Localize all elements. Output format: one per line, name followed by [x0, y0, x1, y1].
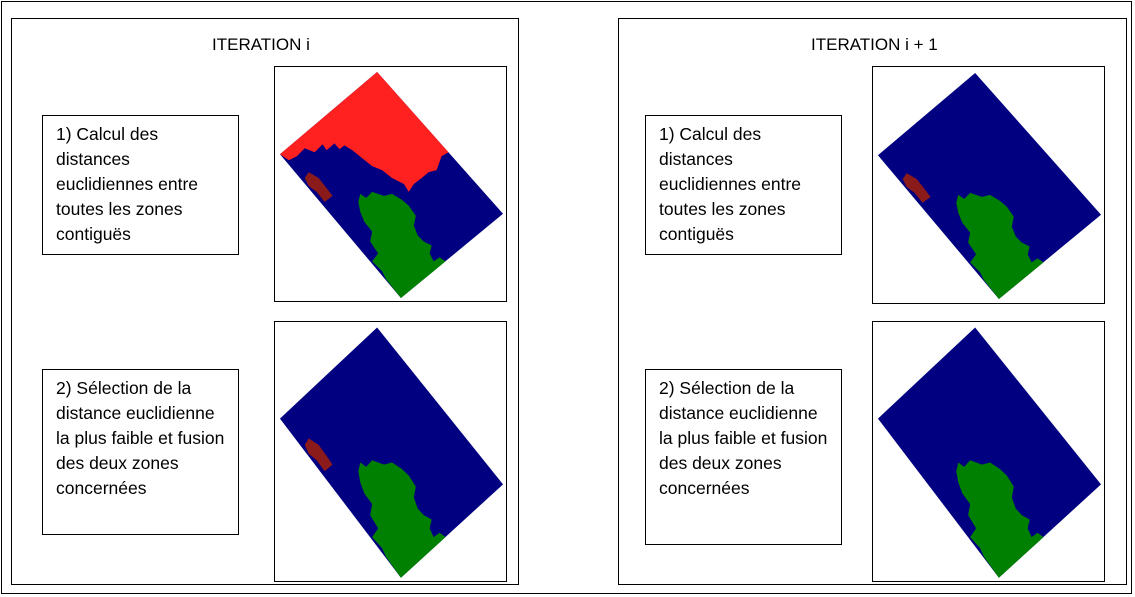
iteration-i-plus-1-panel: ITERATION i + 1 1) Calcul des distances … — [618, 18, 1127, 585]
step1-box: 1) Calcul des distances euclidiennes ent… — [645, 115, 842, 255]
zone-map — [279, 327, 504, 578]
step2-box: 2) Sélection de la distance euclidienne … — [645, 369, 842, 545]
iteration-i-plus-1-title: ITERATION i + 1 — [811, 35, 938, 54]
zone-map — [877, 327, 1102, 578]
map-step2 — [274, 321, 507, 582]
zone-map — [877, 72, 1102, 300]
step2-box: 2) Sélection de la distance euclidienne … — [42, 369, 239, 535]
map-step1 — [872, 66, 1105, 304]
map-step2 — [872, 321, 1105, 582]
map-step1 — [274, 66, 507, 302]
zone-map — [279, 71, 504, 299]
iteration-i-panel: ITERATION i 1) Calcul des distances eucl… — [11, 18, 519, 585]
step1-box: 1) Calcul des distances euclidiennes ent… — [42, 115, 239, 255]
iteration-i-title: ITERATION i — [212, 35, 310, 54]
